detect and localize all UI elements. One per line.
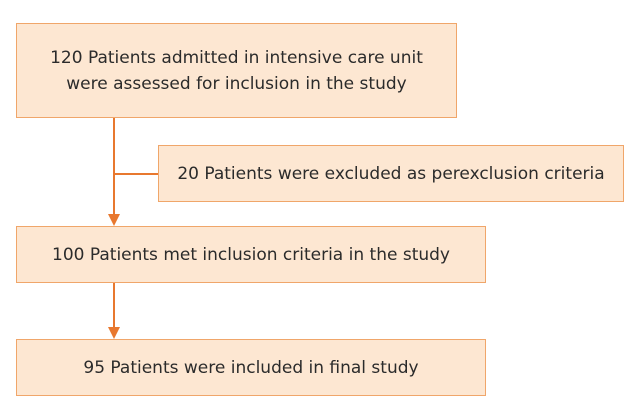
final-study-patients-box: 95 Patients were included in final study — [16, 339, 486, 396]
screened-patients-line-1: 120 Patients admitted in intensive care … — [50, 47, 423, 68]
screened-patients-text: 120 Patients admitted in intensive care … — [50, 45, 423, 97]
eligible-patients-text: 100 Patients met inclusion criteria in t… — [52, 244, 450, 265]
excluded-patients-box: 20 Patients were excluded as perexclusio… — [158, 145, 624, 202]
final-study-patients-text: 95 Patients were included in final study — [83, 357, 419, 378]
arrowhead-to-eligible — [108, 214, 120, 226]
screened-patients-line-2: were assessed for inclusion in the study — [66, 73, 407, 94]
screened-patients-box: 120 Patients admitted in intensive care … — [16, 23, 457, 118]
excluded-patients-text: 20 Patients were excluded as perexclusio… — [177, 163, 605, 184]
arrowhead-to-final — [108, 327, 120, 339]
eligible-patients-box: 100 Patients met inclusion criteria in t… — [16, 226, 486, 283]
